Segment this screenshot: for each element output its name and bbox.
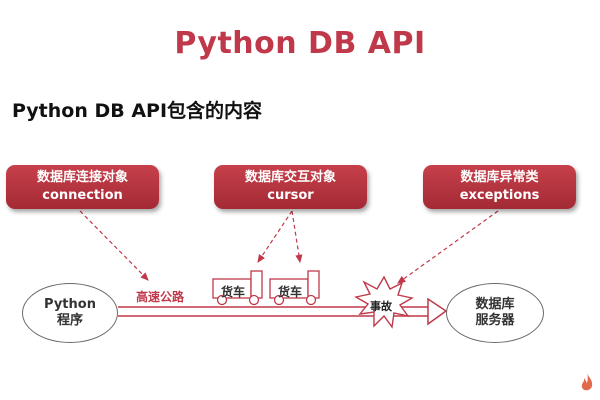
exceptions-box-title: 数据库异常类 (460, 170, 539, 185)
cursor-arrow-left (257, 210, 293, 263)
page-title: Python DB API (174, 26, 426, 61)
accident-burst-icon (354, 275, 414, 329)
exceptions-class-box: 数据库异常类 exceptions (423, 165, 576, 209)
section-subtitle: Python DB API包含的内容 (12, 100, 263, 122)
cursor-arrow-right (291, 210, 303, 264)
flame-logo-icon (581, 373, 593, 391)
highway-label: 高速公路 (136, 290, 185, 304)
exceptions-box-name: exceptions (459, 188, 540, 203)
database-node-line1: 数据库 (475, 297, 515, 312)
python-node-line2: 程序 (56, 313, 83, 328)
exceptions-arrow (397, 210, 499, 284)
truck-label-1: 货车 (221, 285, 246, 299)
cursor-object-box: 数据库交互对象 cursor (214, 165, 367, 209)
database-node-line2: 服务器 (475, 313, 515, 328)
truck-label-2: 货车 (278, 285, 303, 299)
connection-box-title: 数据库连接对象 (36, 170, 128, 185)
cursor-box-name: cursor (267, 188, 314, 203)
accident-label: 事故 (370, 300, 392, 313)
connection-arrow (79, 210, 149, 281)
database-server-node: 数据库 服务器 (446, 283, 544, 343)
truck-icon-1 (212, 270, 263, 306)
python-program-node: Python 程序 (22, 283, 118, 343)
connection-box-name: connection (42, 188, 123, 203)
connection-object-box: 数据库连接对象 connection (6, 165, 159, 209)
truck-icon-2 (269, 270, 320, 306)
python-node-line1: Python (44, 297, 96, 312)
cursor-box-title: 数据库交互对象 (244, 170, 336, 185)
